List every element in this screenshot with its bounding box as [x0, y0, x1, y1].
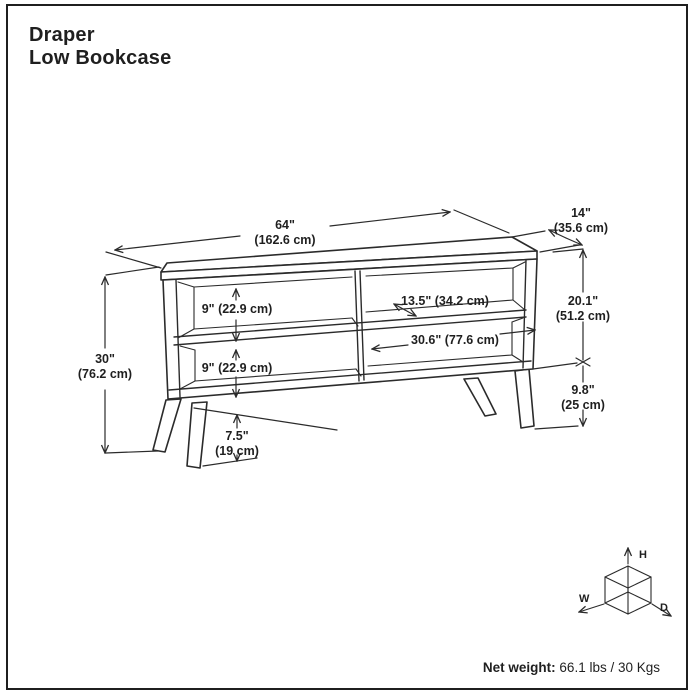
dim-upper-section-cm: (51.2 cm): [555, 308, 611, 323]
dimension-lines: [105, 210, 591, 467]
axis-w-arrow: [579, 603, 605, 612]
dim-shelf-depth-label: 13.5" (34.2 cm): [401, 294, 489, 308]
dim-height-cm: (76.2 cm): [77, 366, 133, 381]
axis-h-label: H: [639, 549, 647, 561]
product-title-line2: Low Bookcase: [29, 47, 172, 69]
dim-line-depth: [511, 230, 582, 253]
dim-upper-section-in: 20.1": [567, 294, 599, 308]
dim-leg-in: 7.5": [225, 429, 249, 443]
orientation-cube: [579, 548, 671, 616]
dim-line-height: [105, 266, 160, 453]
dim-width-in: 64": [275, 218, 295, 232]
leg-back-right: [463, 377, 497, 417]
dim-opening-upper-label: 9" (22.9 cm): [201, 302, 273, 316]
axis-d-arrow: [651, 603, 671, 616]
leg-front-left: [186, 401, 208, 469]
dim-line-width: [105, 210, 510, 269]
cabinet-drawing: [152, 236, 538, 469]
dim-clearance-in: 9.8": [571, 383, 595, 397]
net-weight-value: 66.1 lbs / 30 Kgs: [559, 660, 660, 675]
dim-clearance-cm: (25 cm): [561, 397, 605, 412]
axis-w-label: W: [579, 593, 590, 605]
page-border: [6, 4, 688, 690]
compartment-interior-lines: [177, 261, 526, 390]
dim-leg-label: 7.5" (19 cm): [187, 429, 287, 458]
product-title-line1: Draper: [29, 24, 95, 46]
axis-d-label: D: [660, 602, 668, 614]
dim-width-cm: (162.6 cm): [254, 232, 316, 247]
dim-opening-lower-label: 9" (22.9 cm): [201, 361, 273, 375]
dim-line-opening-width: [372, 330, 535, 349]
dim-depth-label: 14" (35.6 cm): [538, 206, 624, 235]
dim-leg-cm: (19 cm): [215, 443, 259, 458]
dim-line-clearance: [534, 365, 583, 430]
dim-height-label: 30" (76.2 cm): [63, 352, 147, 381]
dim-depth-cm: (35.6 cm): [553, 220, 609, 235]
leg-back-left: [152, 398, 182, 453]
net-weight-label: Net weight:: [482, 660, 556, 675]
dim-height-in: 30": [95, 352, 115, 366]
dim-depth-in: 14": [571, 206, 591, 220]
cabinet-front-face: [162, 258, 538, 400]
dim-line-shelf-depth: [394, 304, 416, 316]
dim-line-upper-section: [532, 248, 591, 370]
dim-upper-section-label: 20.1" (51.2 cm): [543, 294, 623, 323]
dim-width-label: 64" (162.6 cm): [225, 218, 345, 247]
dim-clearance-label: 9.8" (25 cm): [548, 383, 618, 412]
net-weight: Net weight: 66.1 lbs / 30 Kgs: [360, 660, 660, 675]
cabinet-legs: [152, 368, 535, 469]
dim-opening-width-label: 30.6" (77.6 cm): [411, 333, 499, 347]
leg-front-right: [514, 368, 535, 429]
product-title: Draper Low Bookcase: [29, 24, 171, 70]
dim-line-leg: [193, 407, 338, 467]
